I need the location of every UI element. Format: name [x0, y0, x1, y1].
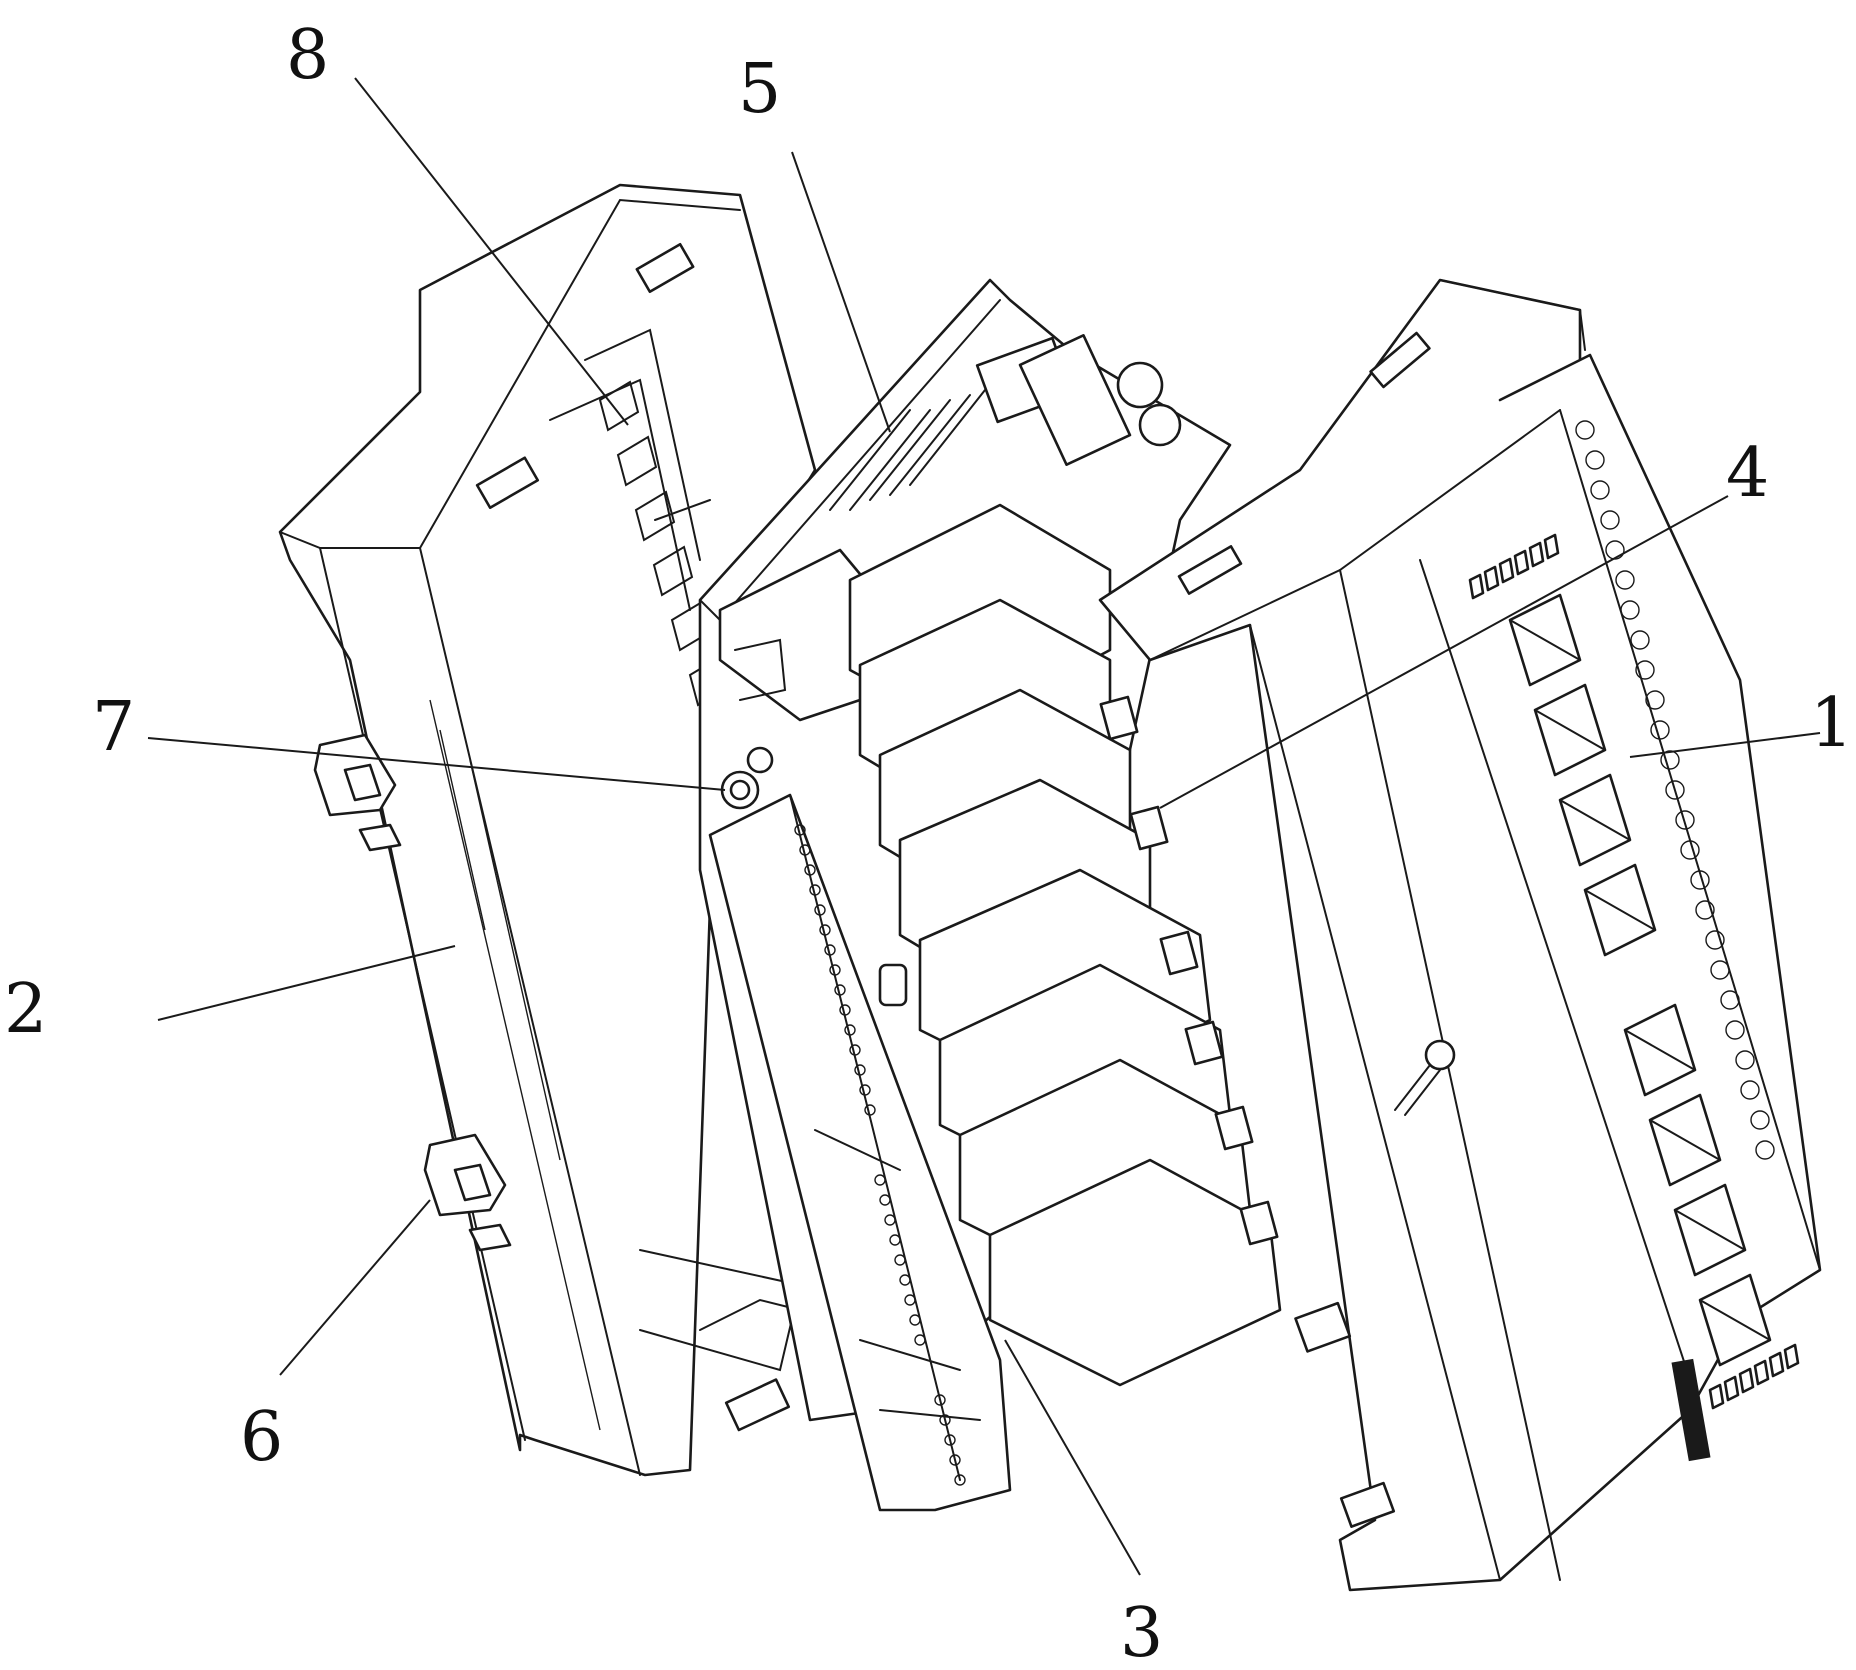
callout-6: 6: [240, 1398, 283, 1477]
front-housing: [1100, 280, 1820, 1590]
callout-4: 4: [1726, 434, 1769, 513]
callout-8: 8: [286, 16, 329, 95]
callout-2: 2: [4, 970, 47, 1049]
leader-lines: [148, 78, 1820, 1575]
callout-1: 1: [1810, 684, 1853, 763]
rear-housing: [280, 185, 815, 1475]
side-indicator-column: [1576, 421, 1774, 1159]
ribbon-connector: [1671, 1358, 1711, 1462]
fin-grille: [600, 382, 728, 705]
callout-7: 7: [92, 688, 135, 767]
terminal-screw-holes: [795, 825, 965, 1485]
led-window-row: [1470, 535, 1798, 1408]
manual-override-buttons: [1510, 595, 1770, 1365]
callout-5: 5: [738, 50, 781, 129]
circuit-board-assembly: [700, 280, 1280, 1510]
callout-3: 3: [1120, 1594, 1163, 1670]
callout-labels: 1 2 3 4 5 6 7 8: [4, 16, 1853, 1670]
